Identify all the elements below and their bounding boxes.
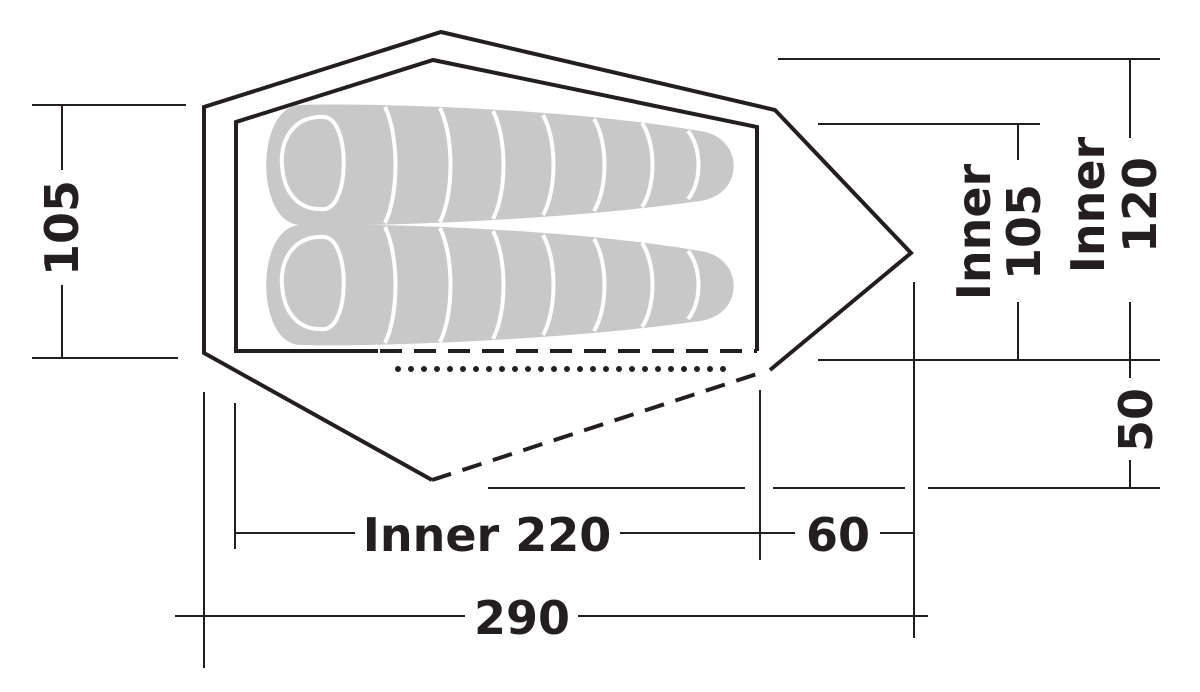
sleeping-bag-seam — [438, 107, 453, 223]
inner-tent-outline — [234, 57, 759, 353]
sleeping-bag-seam — [640, 241, 655, 329]
flysheet-outline — [202, 29, 914, 482]
sleeping-bag — [266, 104, 734, 226]
outer-flysheet — [202, 29, 914, 482]
sleeping-bag-seam — [686, 129, 701, 201]
dimension-lines — [32, 58, 1160, 668]
sleeping-bag — [266, 224, 734, 346]
sleeping-bag-seam — [592, 237, 607, 333]
dimension-labels: 105 Inner 105 Inner 120 50 Inner 220 60 … — [35, 136, 1167, 645]
sleeping-bags — [266, 104, 734, 346]
sleeping-bag-seam — [541, 114, 556, 216]
sleeping-bag-seam — [541, 234, 556, 336]
sleeping-bag-seam — [438, 227, 453, 343]
label-inner-105-value: 105 — [997, 184, 1051, 280]
sleeping-bag-hood — [279, 234, 346, 332]
label-inner-105-word: Inner — [947, 163, 1001, 300]
sleeping-bag-seam — [592, 117, 607, 213]
label-width-105: 105 — [35, 180, 89, 276]
sleeping-bag-seam — [383, 226, 398, 344]
sleeping-bag-seam — [383, 106, 398, 224]
sleeping-bag-seam — [686, 249, 701, 321]
label-vestibule-50: 50 — [1109, 388, 1163, 452]
inner-tent — [234, 57, 759, 372]
sleeping-bag-seam — [491, 230, 506, 340]
sleeping-bag-seam — [640, 121, 655, 209]
sleeping-bag-seam — [491, 110, 506, 220]
label-vestibule-60: 60 — [806, 508, 870, 562]
label-inner-220: Inner 220 — [363, 508, 612, 562]
door-dashed-line — [431, 371, 761, 482]
sleeping-bag-body — [266, 104, 734, 226]
sleeping-bag-hood — [279, 114, 346, 212]
sleeping-bag-body — [266, 224, 734, 346]
label-total-290: 290 — [474, 591, 570, 645]
label-inner-120-value: 120 — [1113, 157, 1167, 253]
label-inner-120-word: Inner — [1061, 136, 1115, 273]
